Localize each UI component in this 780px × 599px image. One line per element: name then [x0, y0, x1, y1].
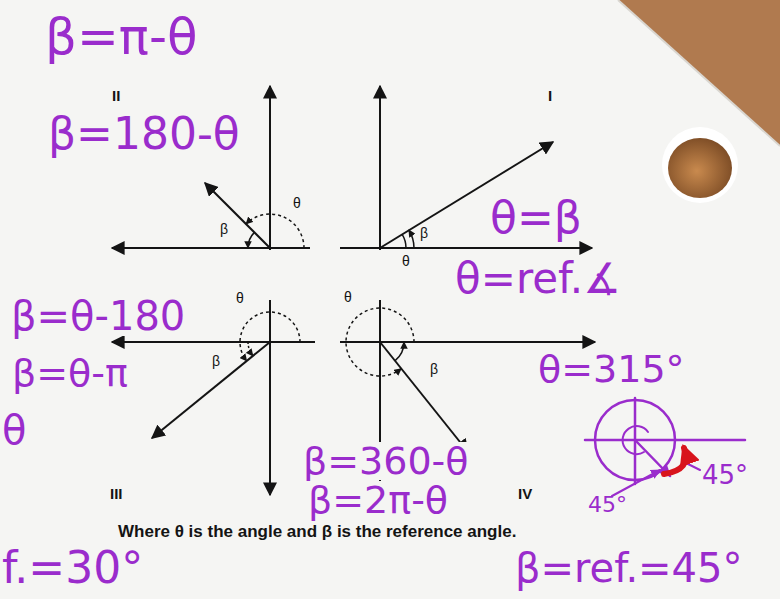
sketch-angle-arc	[623, 426, 648, 454]
handwritten-note: β=θ-180	[8, 296, 188, 336]
y-axis	[269, 300, 271, 495]
angle-label: β	[220, 222, 228, 236]
quadrant-numeral: I	[548, 88, 552, 103]
handwritten-note: 45°	[702, 462, 748, 488]
theta-arc	[246, 214, 304, 248]
desk-corner	[618, 0, 780, 146]
handwritten-note: β=π-θ	[45, 12, 198, 62]
quadrant-numeral: III	[110, 486, 123, 501]
angle-label: θ	[236, 291, 244, 305]
beta-arc	[248, 232, 254, 248]
beta-arc	[395, 342, 404, 361]
sketch-ray	[635, 440, 670, 476]
theta-arc	[346, 308, 414, 376]
angle-label: β	[212, 354, 220, 368]
x-axis	[112, 341, 315, 343]
hole-ring	[662, 127, 738, 203]
terminal-ray	[152, 342, 270, 438]
handwritten-note: β=360-θ	[300, 442, 472, 480]
y-axis	[269, 86, 271, 250]
angle-label: β	[430, 362, 438, 376]
handwritten-note: f.=30°	[2, 546, 143, 590]
angle-label: θ	[293, 196, 301, 210]
beta-arc	[248, 342, 253, 356]
handwritten-note: θ=ref.∡	[455, 258, 621, 300]
quadrant-numeral: II	[112, 88, 120, 103]
paper-edge	[618, 0, 780, 146]
punched-hole	[668, 138, 732, 198]
angle-label: θ	[402, 254, 410, 268]
handwritten-note: β=180-θ	[48, 112, 240, 156]
quadrant-two-figure	[112, 86, 310, 250]
handwritten-note: θ=315°	[538, 350, 685, 388]
quadrant-numeral: IV	[518, 486, 532, 501]
handwritten-note: θ=β	[490, 196, 582, 240]
sketch-pointer	[612, 470, 660, 496]
handwritten-note: θ	[2, 410, 26, 450]
quadrant-one-figure	[340, 86, 592, 250]
caption-text: Where θ is the angle and β is the refere…	[118, 523, 516, 540]
red-angle-arrow	[664, 448, 686, 474]
terminal-ray	[380, 342, 468, 452]
handwritten-note: β=2π-θ	[305, 481, 451, 519]
x-axis	[340, 341, 595, 343]
angle-label: β	[420, 226, 428, 240]
handwritten-note: β=θ-π	[12, 354, 128, 392]
angle-label: θ	[344, 290, 352, 304]
theta-arc	[240, 312, 300, 361]
handwritten-note: β=ref.=45°	[515, 548, 743, 588]
sketch-x-axis	[585, 439, 745, 442]
x-axis	[340, 247, 592, 249]
handwritten-note: 45°	[588, 494, 627, 516]
theta-arc	[402, 234, 406, 248]
x-axis	[112, 247, 310, 249]
y-axis	[379, 86, 381, 250]
beta-arc	[409, 230, 414, 248]
